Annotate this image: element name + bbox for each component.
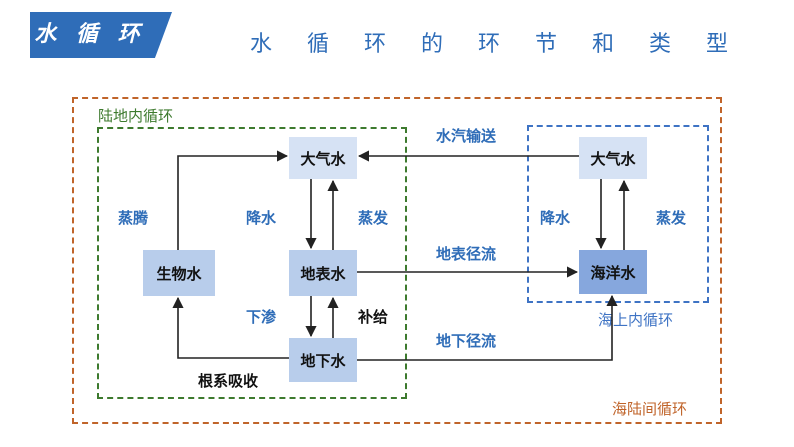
- label-vapor-transport: 水汽输送: [436, 127, 497, 145]
- arrow-transpiration: [177, 150, 289, 250]
- node-surface-water: 地表水: [289, 250, 357, 296]
- node-biological-water: 生物水: [143, 250, 215, 296]
- label-transpiration: 蒸腾: [118, 209, 149, 227]
- sea-loop-frame: [527, 125, 709, 303]
- label-precipitation-land: 降水: [246, 209, 277, 227]
- header-badge-label: 水 循 环: [34, 22, 146, 47]
- land-loop-frame: [97, 127, 407, 399]
- node-groundwater: 地下水: [289, 338, 357, 382]
- sea-loop-label: 海上内循环: [598, 311, 674, 329]
- land-loop-label: 陆地内循环: [98, 107, 174, 125]
- label-evaporation-sea: 蒸发: [656, 209, 687, 227]
- label-surface-runoff: 地表径流: [436, 245, 497, 263]
- label-groundwater-runoff: 地下径流: [436, 332, 497, 350]
- arrow-root-absorption: [172, 296, 289, 359]
- sea-land-loop-label: 海陆间循环: [612, 400, 688, 418]
- header-badge: 水 循 环: [30, 12, 172, 58]
- sea-land-loop-frame: [72, 97, 722, 424]
- label-root-absorption: 根系吸收: [198, 372, 259, 390]
- page-title: 水 循 环 的 环 节 和 类 型: [250, 32, 742, 57]
- node-atmosphere-sea: 大气水: [579, 137, 647, 179]
- label-infiltration: 下渗: [246, 308, 277, 326]
- arrow-groundwater-runoff: [357, 294, 618, 361]
- label-precipitation-sea: 降水: [540, 209, 571, 227]
- label-evaporation-land: 蒸发: [358, 209, 389, 227]
- node-atmosphere-land: 大气水: [289, 137, 357, 179]
- label-recharge: 补给: [358, 308, 389, 326]
- node-ocean-water: 海洋水: [579, 250, 647, 294]
